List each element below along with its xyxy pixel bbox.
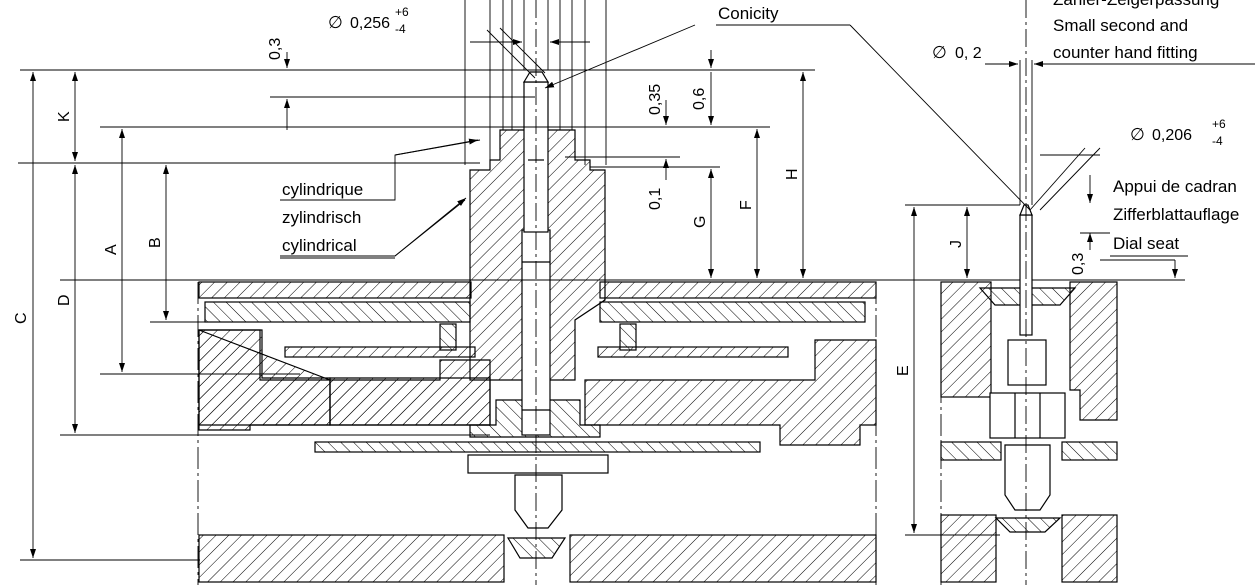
dim-dia-0-256: 0,256 xyxy=(350,15,390,32)
label-conicity: Conicity xyxy=(718,4,779,23)
dim-A: A xyxy=(103,244,120,255)
dim-dia-0-256-down: -4 xyxy=(395,22,406,36)
arbor-tip xyxy=(522,71,550,83)
label-cyl-fr: cylindrique xyxy=(282,180,363,199)
right-collet xyxy=(1007,339,1047,386)
dim-dia-0-206-up: +6 xyxy=(1212,117,1226,131)
gear-right xyxy=(597,346,789,358)
dimension-text-group: 0,3 0,35 0,6 0,1 0,3 K C D A B G F H J E… xyxy=(13,5,1226,376)
dim-0-6: 0,6 xyxy=(691,88,708,110)
dia-symbol-1: ∅ xyxy=(328,13,343,32)
right-plate-mid-r xyxy=(1061,441,1118,461)
pivot xyxy=(514,474,563,529)
main-plate-center xyxy=(329,377,491,426)
label-dial-fr: Appui de cadran xyxy=(1113,177,1237,196)
bottom-plate-left xyxy=(198,534,505,583)
dim-dia-0-206: 0,206 xyxy=(1152,127,1192,144)
dim-H: H xyxy=(784,168,801,180)
dim-0-3-top: 0,3 xyxy=(267,38,284,60)
pin-left xyxy=(439,323,457,351)
dim-dia-0-2: 0, 2 xyxy=(955,45,982,62)
pin-right xyxy=(619,323,637,351)
dia-symbol-2: ∅ xyxy=(932,43,947,62)
main-plate-right xyxy=(584,339,877,446)
dim-B: B xyxy=(147,237,164,248)
label-cyl-de: zylindrisch xyxy=(282,208,361,227)
dim-dia-0-206-down: -4 xyxy=(1212,134,1223,148)
bottom-plate-right xyxy=(569,534,877,583)
right-jewel xyxy=(994,517,1062,533)
dim-F: F xyxy=(738,200,755,210)
lower-wheel xyxy=(314,441,761,453)
dimension-lines xyxy=(30,24,1178,558)
label-small-second-2: counter hand fitting xyxy=(1053,43,1198,62)
ring-plate-right xyxy=(599,301,866,323)
label-group: Conicity cylindrique zylindrisch cylindr… xyxy=(282,0,1239,255)
top-plate-right xyxy=(599,281,877,299)
right-plate-top-l xyxy=(940,281,992,398)
main-plate-left-2 xyxy=(198,329,331,426)
ring-plate-left xyxy=(204,301,471,323)
jewel xyxy=(506,537,567,559)
right-plate-mid-l xyxy=(940,441,1002,461)
dia-symbol-3: ∅ xyxy=(1130,125,1145,144)
right-pivot xyxy=(1004,444,1051,511)
lower-hub xyxy=(467,454,609,474)
right-plate-bot-l xyxy=(940,514,997,583)
right-assembly xyxy=(905,0,1118,585)
dim-G: G xyxy=(692,216,709,228)
dim-D: D xyxy=(56,294,73,306)
dim-C: C xyxy=(13,312,30,324)
top-plate-left xyxy=(198,281,472,299)
dim-0-1: 0,1 xyxy=(647,188,664,210)
dim-0-35: 0,35 xyxy=(647,84,664,115)
label-cyl-en: cylindrical xyxy=(282,236,357,255)
label-small-second-top: Zähler-Zeigerpassung xyxy=(1053,0,1219,9)
left-assembly xyxy=(198,71,877,583)
right-plate-top-r xyxy=(1069,281,1118,421)
dim-K: K xyxy=(56,111,73,122)
dim-E: E xyxy=(895,365,912,376)
dim-dia-0-256-up: +6 xyxy=(395,5,409,19)
label-dial-de: Zifferblattauflage xyxy=(1113,205,1239,224)
label-dial-en: Dial seat xyxy=(1113,234,1179,253)
right-plate-bot-r xyxy=(1061,514,1118,583)
dim-0-3-right: 0,3 xyxy=(1070,253,1087,275)
construction-lines xyxy=(18,0,1185,585)
label-small-second-1: Small second and xyxy=(1053,16,1188,35)
right-wheel-hub xyxy=(989,392,1066,439)
dim-J: J xyxy=(948,240,965,248)
